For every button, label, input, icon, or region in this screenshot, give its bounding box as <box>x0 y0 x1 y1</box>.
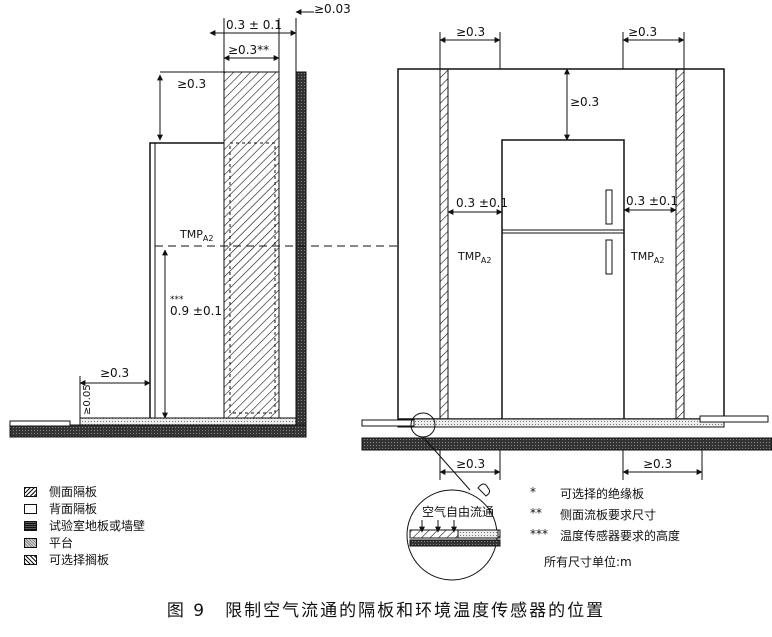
legend-label: 试验室地板或墙壁 <box>49 519 146 533</box>
footnote-mark: * <box>530 485 536 499</box>
tmp-right-right-label: TMPA2 <box>630 250 664 265</box>
side-partition-left <box>439 68 449 420</box>
airflow-text: 空气自由流通 <box>422 504 494 519</box>
dim-09-text: 0.9 ±0.1 <box>170 304 222 318</box>
lower-handle <box>605 239 613 275</box>
dim-03-01-text: 0.3 ± 0.1 <box>226 18 282 32</box>
right-shelf-left <box>361 419 415 427</box>
rt-dim-left-text: ≥0.3 <box>456 25 485 39</box>
dim-ge03-left-text: ≥0.3 <box>177 77 206 91</box>
left-side-view: 0.3 ± 0.1 ≥0.3** ≥0.03 ≥0.3 TMPA2 *** 0.… <box>9 2 351 438</box>
dim-floor-text: ≥0.3 <box>100 366 129 380</box>
dense-fill-icon <box>24 520 37 531</box>
tmp-right-left-label: TMPA2 <box>457 250 491 265</box>
dim-09-stars: *** <box>170 295 184 305</box>
legend-item: 背面隔板 <box>24 500 145 517</box>
units-note: 所有尺寸单位:m <box>544 555 632 569</box>
dim-ge003-text: ≥0.03 <box>314 2 351 16</box>
hand-icon <box>477 483 491 497</box>
rt-dim-right-text: ≥0.3 <box>628 25 657 39</box>
appliance-outline <box>149 142 224 418</box>
diagonal-hatch-icon <box>24 486 37 497</box>
left-wall <box>295 71 307 436</box>
rb-dim-left-text: ≥0.3 <box>456 457 485 471</box>
rt-side-dim-right-text: 0.3 ±0.1 <box>626 194 678 208</box>
airflow-detail: 空气自由流通 <box>406 436 501 581</box>
footnote-mark: *** <box>530 527 548 541</box>
footnote: * 可选择的绝缘板 <box>530 485 680 506</box>
footnote: ** 侧面流板要求尺寸 <box>530 506 680 527</box>
legend-label: 侧面隔板 <box>49 485 98 499</box>
appliance-hidden-outline <box>229 142 276 414</box>
dim-ge03-star-text: ≥0.3** <box>228 43 269 57</box>
legend-label: 平台 <box>49 536 74 550</box>
footnote-text: 温度传感器要求的高度 <box>560 529 681 543</box>
footnote-text: 可选择的绝缘板 <box>560 487 645 501</box>
legend-label: 可选择搁板 <box>49 553 110 567</box>
tmp-left-label: TMPA2 <box>179 228 213 243</box>
plain-swatch-icon <box>24 503 37 514</box>
legend-item: 平台 <box>24 534 145 551</box>
right-front-view: ≥0.3 ≥0.3 ≥0.3 0.3 ±0.1 0.3 ±0.1 TMPA2 T… <box>361 25 772 480</box>
right-platform <box>397 418 725 428</box>
legend: 侧面隔板 背面隔板 试验室地板或墙壁 平台 可选择搁板 <box>24 483 145 568</box>
detail-platform <box>457 529 499 539</box>
side-partition-right <box>675 68 685 420</box>
rt-mid-dim-text: ≥0.3 <box>570 95 599 109</box>
rt-side-dim-left-text: 0.3 ±0.1 <box>456 196 508 210</box>
detail-floor <box>409 539 501 547</box>
figure-caption: 图 9 限制空气流通的隔板和环境温度传感器的位置 <box>166 601 606 621</box>
left-platform <box>79 417 297 426</box>
side-partition <box>223 71 280 419</box>
legend-label: 背面隔板 <box>49 502 98 516</box>
footnote-mark: ** <box>530 506 542 520</box>
hatch-icon <box>24 554 37 565</box>
detail-leader <box>422 436 471 491</box>
appliance-front <box>501 139 625 420</box>
footnotes: * 可选择的绝缘板 ** 侧面流板要求尺寸 *** 温度传感器要求的高度 <box>530 485 680 548</box>
legend-item: 可选择搁板 <box>24 551 145 568</box>
legend-item: 侧面隔板 <box>24 483 145 500</box>
left-shelf <box>9 420 71 427</box>
dim-005-text: ≥0.05 <box>82 384 93 415</box>
upper-handle <box>605 189 613 225</box>
rb-dim-right-text: ≥0.3 <box>643 457 672 471</box>
right-shelf-right <box>699 415 769 423</box>
right-floor <box>361 437 772 451</box>
footnote-text: 侧面流板要求尺寸 <box>560 508 657 522</box>
footnote: *** 温度传感器要求的高度 <box>530 527 680 548</box>
left-floor <box>9 424 307 438</box>
legend-item: 试验室地板或墙壁 <box>24 517 145 534</box>
dotted-fill-icon <box>24 537 37 548</box>
